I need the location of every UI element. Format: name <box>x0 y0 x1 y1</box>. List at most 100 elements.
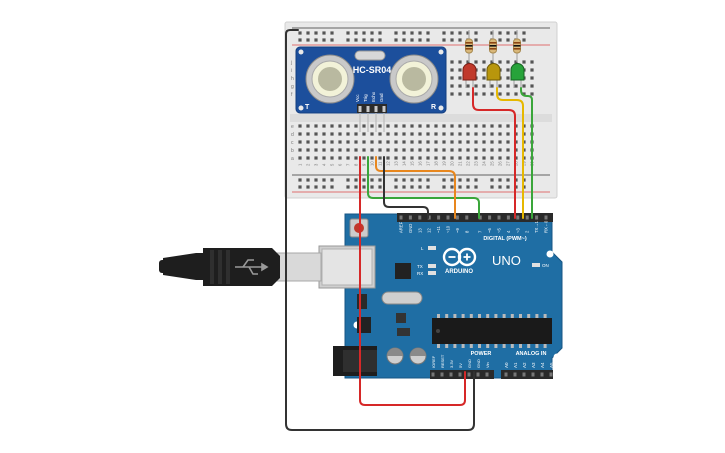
breadboard-hole <box>458 60 462 64</box>
breadboard-hole <box>298 132 302 136</box>
power-pin-label: GND <box>476 359 481 368</box>
rail-hole <box>402 38 406 42</box>
digital-pin-label: ~5 <box>497 228 502 233</box>
rail-hole <box>362 38 366 42</box>
mount-hole <box>438 49 444 55</box>
chip-leg <box>535 344 539 348</box>
resistor-yellow[interactable] <box>489 30 497 62</box>
digital-pin-label: GND <box>408 224 413 233</box>
breadboard-hole <box>330 132 334 136</box>
breadboard-hole <box>370 156 374 160</box>
rail-hole <box>378 31 382 35</box>
breadboard-hole <box>346 148 350 152</box>
header-pin <box>476 372 480 377</box>
rail-hole <box>490 31 494 35</box>
breadboard-hole <box>458 140 462 144</box>
header-pin <box>467 372 471 377</box>
breadboard-hole <box>458 156 462 160</box>
breadboard-hole <box>298 140 302 144</box>
breadboard-hole <box>386 132 390 136</box>
resistor-red[interactable] <box>465 30 473 62</box>
breadboard-hole <box>410 132 414 136</box>
analog-pin-label: A3 <box>531 362 536 368</box>
breadboard-hole <box>434 140 438 144</box>
breadboard-hole <box>482 92 486 96</box>
chip-leg <box>486 314 490 318</box>
sensor-header <box>357 104 387 113</box>
rail-hole <box>322 31 326 35</box>
row-letter: i <box>291 68 292 74</box>
header-pin <box>478 215 482 220</box>
rail-hole <box>506 185 510 189</box>
row-letter: g <box>291 84 294 90</box>
column-number: 26 <box>498 161 503 166</box>
breadboard-hole <box>354 140 358 144</box>
mount-hole <box>553 353 561 361</box>
breadboard-hole <box>506 76 510 80</box>
breadboard-hole <box>458 132 462 136</box>
rail-hole <box>346 31 350 35</box>
row-letter: a <box>291 156 294 162</box>
led-yellow[interactable] <box>486 63 501 89</box>
chip-leg <box>469 314 473 318</box>
breadboard-hole <box>338 156 342 160</box>
rail-hole <box>426 38 430 42</box>
breadboard-hole <box>346 156 350 160</box>
led-green[interactable] <box>510 63 525 89</box>
breadboard-hole <box>314 148 318 152</box>
header-pin <box>488 215 492 220</box>
breadboard-hole <box>378 140 382 144</box>
breadboard-hole <box>466 148 470 152</box>
row-letter: h <box>291 76 294 82</box>
breadboard-hole <box>402 148 406 152</box>
resistor-green[interactable] <box>513 30 521 62</box>
header-pin <box>544 215 548 220</box>
chip-leg <box>469 344 473 348</box>
column-number: 1 <box>298 163 303 166</box>
breadboard-hole <box>466 140 470 144</box>
rail-hole <box>298 38 302 42</box>
breadboard-hole <box>426 140 430 144</box>
breadboard-hole <box>466 132 470 136</box>
breadboard-hole <box>418 124 422 128</box>
breadboard-hole <box>450 84 454 88</box>
digital-pin-label: TX→1 <box>534 220 539 233</box>
wire-5v <box>359 156 466 406</box>
rail-hole <box>306 178 310 182</box>
column-number: 18 <box>434 161 439 166</box>
digital-pin-label: ~11 <box>436 226 441 233</box>
breadboard-hole <box>386 140 390 144</box>
header-pin <box>549 372 553 377</box>
rail-holes-bottom <box>298 178 526 189</box>
breadboard-hole <box>530 84 534 88</box>
breadboard-hole <box>474 140 478 144</box>
breadboard-hole <box>354 124 358 128</box>
ultrasonic-sensor[interactable]: HC-SR04 T R Vcc Trig Echo Gnd <box>295 46 447 132</box>
rail-hole <box>418 185 422 189</box>
breadboard-hole <box>474 60 478 64</box>
rail-hole <box>522 38 526 42</box>
rail-hole <box>314 185 318 189</box>
breadboard-hole <box>426 156 430 160</box>
rail-hole <box>450 31 454 35</box>
header-pin <box>437 215 441 220</box>
rail-hole <box>490 185 494 189</box>
rail-hole <box>314 38 318 42</box>
digital-header <box>397 213 553 222</box>
brand-label: ARDUINO <box>445 269 473 275</box>
breadboard-hole <box>330 156 334 160</box>
rail-hole <box>418 31 422 35</box>
rail-hole <box>378 185 382 189</box>
breadboard-hole <box>314 124 318 128</box>
chip-leg <box>437 344 440 348</box>
breadboard-hole <box>386 124 390 128</box>
column-number: 3 <box>314 163 319 166</box>
breadboard-hole <box>410 156 414 160</box>
breadboard-hole <box>506 132 510 136</box>
digital-pin-label: ~9 <box>455 228 460 233</box>
led-red[interactable] <box>462 63 477 89</box>
breadboard-hole <box>450 140 454 144</box>
breadboard-hole <box>482 76 486 80</box>
header-pin <box>427 215 431 220</box>
